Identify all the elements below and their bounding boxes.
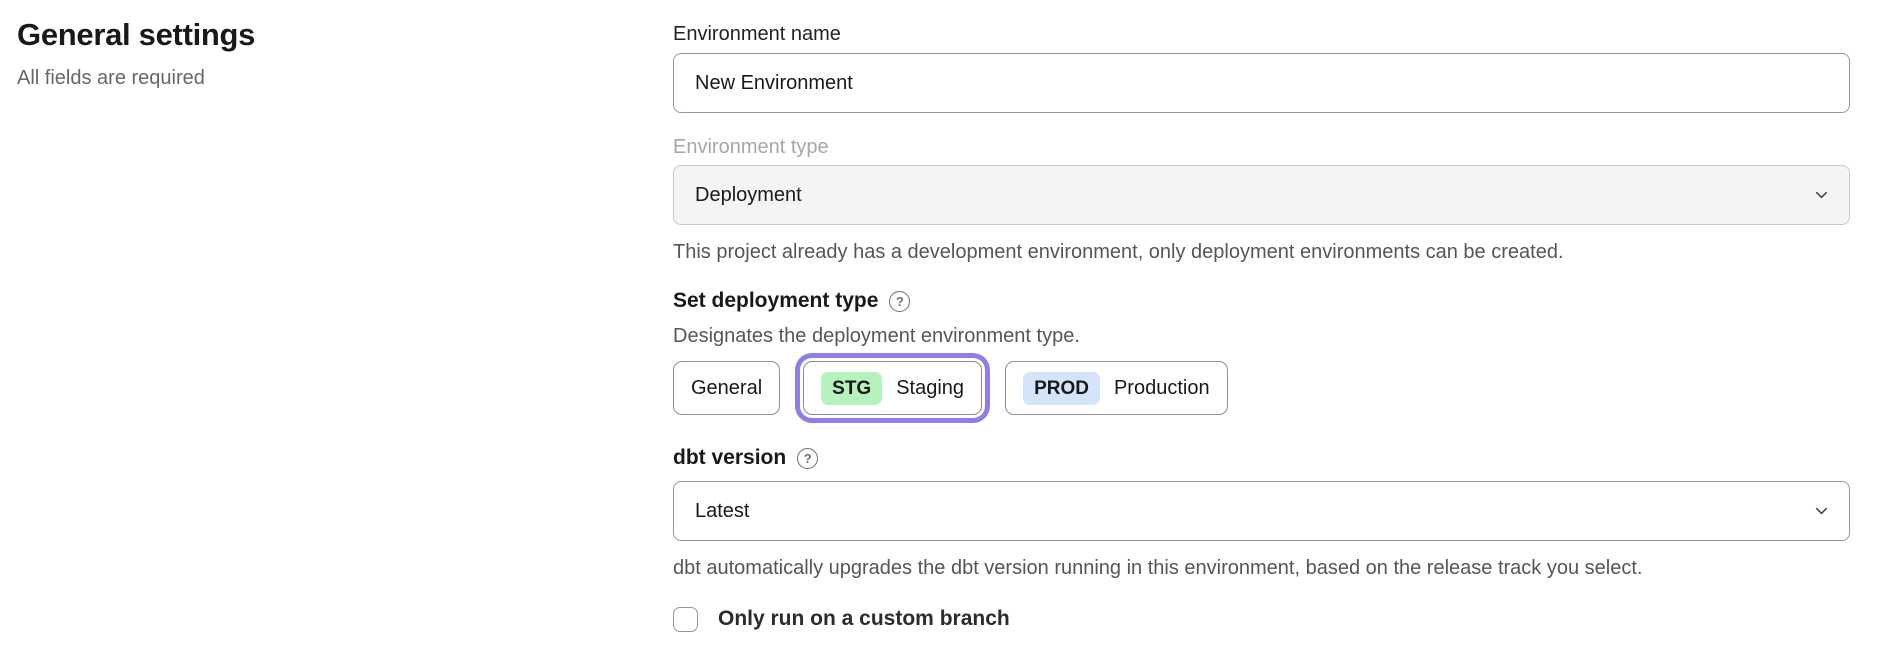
- environment-type-value: Deployment: [695, 183, 802, 206]
- dbt-version-select[interactable]: Latest: [673, 481, 1850, 541]
- deployment-type-description: Designates the deployment environment ty…: [673, 325, 1080, 347]
- help-icon[interactable]: ?: [889, 290, 911, 312]
- page-subtitle: All fields are required: [17, 67, 205, 89]
- deployment-type-staging-button[interactable]: STG Staging: [803, 361, 983, 415]
- dbt-version-heading: dbt version ?: [673, 445, 1850, 471]
- deployment-type-general-button[interactable]: General: [673, 361, 781, 415]
- page-title: General settings: [17, 17, 256, 52]
- chevron-down-icon: [1815, 191, 1828, 199]
- environment-type-select: Deployment: [673, 165, 1850, 225]
- environment-name-input[interactable]: [673, 53, 1850, 113]
- section-header: General settings All fields are required: [17, 16, 577, 90]
- custom-branch-checkbox[interactable]: [673, 606, 698, 632]
- dbt-version-helper: dbt automatically upgrades the dbt versi…: [673, 557, 1643, 579]
- deployment-type-options: General STG Staging PROD Production: [673, 361, 1850, 415]
- dbt-version-heading-label: dbt version: [673, 446, 787, 469]
- environment-type-label: Environment type: [673, 136, 829, 158]
- deployment-type-heading-label: Set deployment type: [673, 289, 879, 312]
- deployment-type-heading: Set deployment type ?: [673, 288, 1850, 314]
- deployment-type-production-label: Production: [1113, 377, 1210, 399]
- chevron-down-icon: [1815, 507, 1828, 515]
- staging-badge: STG: [821, 371, 883, 405]
- deployment-type-production-button[interactable]: PROD Production: [1005, 361, 1228, 415]
- deployment-type-general-label: General: [691, 377, 763, 399]
- deployment-type-staging-label: Staging: [896, 377, 965, 399]
- production-badge: PROD: [1023, 371, 1100, 405]
- environment-name-label: Environment name: [673, 23, 841, 45]
- environment-type-helper: This project already has a development e…: [673, 241, 1564, 263]
- help-icon[interactable]: ?: [797, 447, 819, 469]
- custom-branch-row: Only run on a custom branch: [673, 605, 1850, 633]
- general-settings-form: Environment name Environment type Deploy…: [673, 0, 1850, 633]
- dbt-version-value: Latest: [695, 499, 750, 522]
- custom-branch-label[interactable]: Only run on a custom branch: [718, 607, 1010, 630]
